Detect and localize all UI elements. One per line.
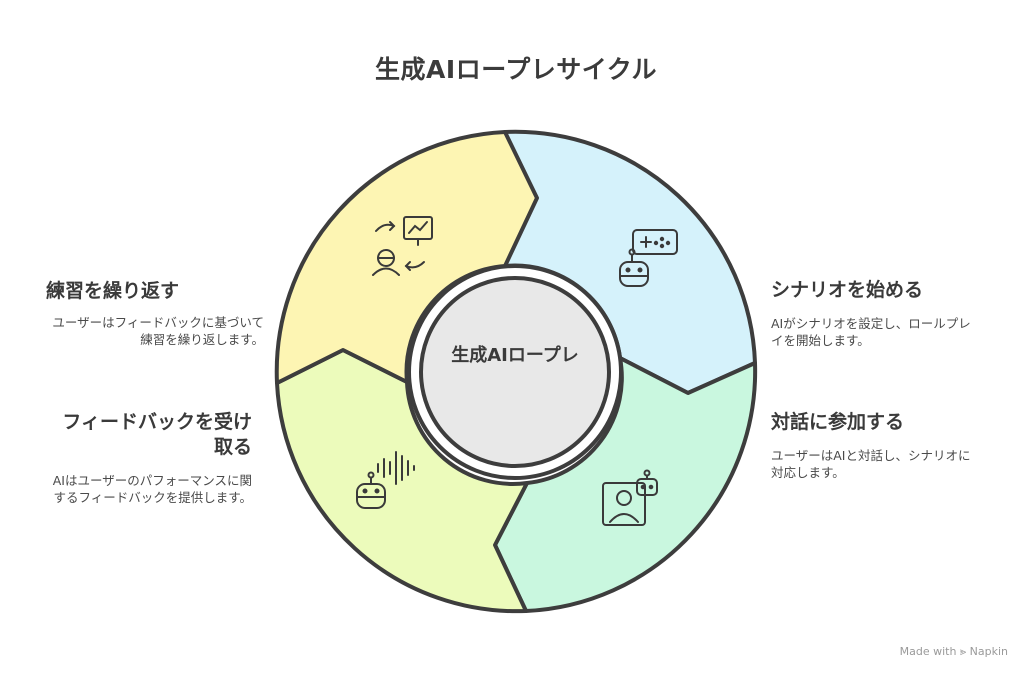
step-feedback-description: AIはユーザーのパフォーマンスに関するフィードバックを提供します。 [52,473,252,505]
step-repeat-description: ユーザーはフィードバックに基づいて練習を繰り返します。 [52,315,264,347]
step-repeat-desc-block: ユーザーはフィードバックに基づいて練習を繰り返します。 [46,314,264,348]
watermark: Made with ⪢ Napkin [899,645,1008,658]
step-feedback: フィードバックを受け取る AIはユーザーのパフォーマンスに関するフィードバックを… [46,410,252,506]
user-chat-robot-icon [602,469,658,526]
robot-voice-icon [356,451,415,509]
segment-repeat [274,130,539,385]
center-circle [419,276,611,468]
step-engage: 対話に参加する ユーザーはAIと対話し、シナリオに対応します。 [771,410,976,481]
step-engage-heading: 対話に参加する [771,411,905,433]
diagram-title: 生成AIロープレサイクル [375,55,657,84]
step-repeat: 練習を繰り返す [46,279,264,304]
step-start-heading: シナリオを始める [771,279,924,301]
segment-engage [493,356,758,613]
step-start: シナリオを始める AIがシナリオを設定し、ロールプレイを開始します。 [771,278,981,349]
step-repeat-heading: 練習を繰り返す [46,280,180,302]
game-controller-robot-icon [619,229,678,287]
center-label: 生成AIロープレ [451,344,579,366]
step-start-description: AIがシナリオを設定し、ロールプレイを開始します。 [771,316,971,348]
step-engage-description: ユーザーはAIと対話し、シナリオに対応します。 [771,448,971,480]
practice-cycle-icon [372,216,433,276]
step-feedback-heading: フィードバックを受け取る [62,411,252,458]
